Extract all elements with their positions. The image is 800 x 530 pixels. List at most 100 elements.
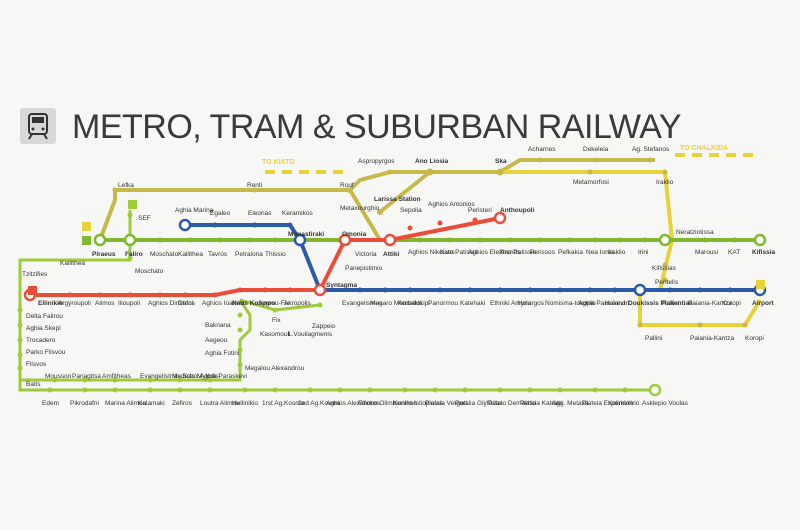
station-label: Kalamaki bbox=[138, 400, 165, 407]
station-label: KAT bbox=[728, 249, 740, 256]
station-label: Plateia Esperidon bbox=[582, 400, 633, 407]
station-label: Dekeleia bbox=[583, 146, 609, 153]
station-label: Ellinon Olimbionikon bbox=[358, 400, 417, 407]
station-label: Sepolia bbox=[400, 207, 422, 214]
station-label: Nea Ionia bbox=[586, 249, 614, 256]
station-label: Hellinikio bbox=[232, 400, 258, 407]
station-label: Argyroupoli bbox=[58, 300, 91, 307]
station-label: Agg. Metaxa bbox=[552, 400, 589, 407]
station-label: Kolimvitirio bbox=[608, 400, 640, 407]
station-label: Moschato bbox=[150, 251, 179, 258]
station-label: Iraklio bbox=[656, 179, 674, 186]
station-label: Anthoupoli bbox=[500, 207, 534, 214]
station-label: Alimos bbox=[95, 300, 115, 307]
station-label: Zappeio bbox=[312, 323, 336, 330]
station-label: Aghios Nikolaos bbox=[408, 249, 455, 256]
station-label: Faliro bbox=[125, 251, 143, 258]
station-label: Ano Patissia bbox=[500, 249, 537, 256]
station-label: Syntagma bbox=[326, 282, 357, 289]
station-label: Ambelokipi bbox=[398, 300, 430, 307]
station-label: Holargos bbox=[518, 300, 545, 307]
station-label: Batis bbox=[26, 381, 41, 388]
station-label: Mousson bbox=[45, 373, 72, 380]
station-label: Aghia Fotini bbox=[205, 350, 239, 357]
station-label: Paralia Glyfadas bbox=[455, 400, 503, 407]
station-label: Plateia Vergoti bbox=[425, 400, 467, 407]
station-label: Kallithea bbox=[178, 251, 203, 258]
station-label: Aghia Paraskevi bbox=[200, 373, 247, 380]
station-label: Panepistimio bbox=[345, 265, 383, 272]
dir-kiato: TO KIATO bbox=[262, 159, 295, 166]
station-label: Koropi bbox=[722, 300, 741, 307]
station-label: Rouf bbox=[340, 182, 354, 189]
train-icon bbox=[28, 286, 37, 295]
suburban-larissa bbox=[378, 170, 432, 214]
station-label: Trocadero bbox=[26, 337, 56, 344]
station-label: Megalou Alexandrou bbox=[245, 365, 305, 372]
station-label: Katehaki bbox=[460, 300, 485, 307]
station-label: Metamorfosi bbox=[573, 179, 609, 186]
station-label: Kifissias bbox=[652, 265, 677, 272]
station-label: Ellinikio bbox=[38, 300, 63, 307]
station-label: Dafni bbox=[178, 300, 193, 307]
station-label: Megaro Moussikis bbox=[370, 300, 423, 307]
station-label: Egaleo bbox=[210, 210, 231, 217]
station-label: Aghia Marina bbox=[175, 207, 214, 214]
station-label: Doukissis Plakentias bbox=[628, 300, 693, 307]
station-label: L.Vouliagmenis bbox=[288, 331, 333, 338]
station-label: Iraklio bbox=[608, 249, 626, 256]
station-label: Aegeou bbox=[205, 337, 228, 344]
tram-line-coast bbox=[18, 380, 655, 392]
station-label: Tavros bbox=[208, 251, 228, 258]
station-label: Airport bbox=[752, 300, 775, 307]
tram-icon bbox=[128, 200, 137, 209]
station-label: Edem bbox=[42, 400, 59, 407]
station-label: Aghios Antonios bbox=[428, 201, 475, 208]
station-label: Irini bbox=[638, 249, 648, 256]
station-label: Delta Falirou bbox=[26, 313, 63, 320]
station-label: Halandri bbox=[605, 300, 629, 307]
station-label: Pentelis bbox=[655, 279, 679, 286]
station-label: Aghia Paraskevi bbox=[578, 300, 625, 307]
station-label: Neos Kosmos bbox=[232, 300, 276, 307]
station-label: Aghios Alexandros bbox=[326, 400, 381, 407]
station-label: Koropi bbox=[745, 335, 764, 342]
station-label: Evangelistrias Schol. bbox=[140, 373, 201, 380]
station-label: Marousi bbox=[695, 249, 718, 256]
station-label: Omonia bbox=[342, 231, 367, 238]
station-label: Ilioupoli bbox=[118, 300, 140, 307]
station-label: Ag. Stefanos bbox=[632, 146, 670, 153]
station-label: 2nd Ag.Kosma bbox=[298, 400, 341, 407]
station-label: Kentro Istioploias bbox=[393, 400, 444, 407]
station-label: Thissio bbox=[265, 251, 286, 258]
station-label: Parko Flisvou bbox=[26, 349, 66, 356]
station-label: Asklepio Voulas bbox=[642, 400, 689, 407]
station-label: Fix bbox=[272, 317, 281, 324]
station-label: Ano Liosia bbox=[415, 158, 449, 165]
station-label: Neratziotissa bbox=[676, 229, 714, 236]
train-icon bbox=[82, 236, 91, 245]
station-label: Peristeri bbox=[468, 207, 492, 214]
station-label: Piraeus bbox=[92, 251, 116, 258]
station-label: Panagitsa bbox=[72, 373, 101, 380]
station-label: Loutra Alimou bbox=[200, 400, 240, 407]
airport-icon bbox=[756, 280, 765, 289]
dir-chalkida: TO CHALKIDA bbox=[680, 145, 728, 152]
station-label: Metaxourghio bbox=[340, 205, 380, 212]
station-label: Pallini bbox=[645, 335, 662, 342]
train-icon bbox=[82, 222, 91, 231]
station-label: Petralona bbox=[235, 251, 263, 258]
station-label: Palaio Demarhio bbox=[488, 400, 536, 407]
station-label: Ethniki Amyna bbox=[490, 300, 532, 307]
station-label: Kato Patissia bbox=[440, 249, 478, 256]
station-label: Ska bbox=[495, 158, 507, 165]
station-label: Aghia Skepi bbox=[26, 325, 61, 332]
station-label: Attiki bbox=[383, 251, 399, 258]
station-label: Moschato bbox=[135, 268, 164, 275]
suburban-branch bbox=[348, 188, 382, 242]
station-label: Pefkakia bbox=[558, 249, 583, 256]
station-label: Larissa Station bbox=[374, 196, 421, 203]
station-label: Aspropyrgos bbox=[358, 158, 395, 165]
station-label: Paiania-Kantza bbox=[688, 300, 732, 307]
station-label: Monastiraki bbox=[288, 231, 324, 238]
